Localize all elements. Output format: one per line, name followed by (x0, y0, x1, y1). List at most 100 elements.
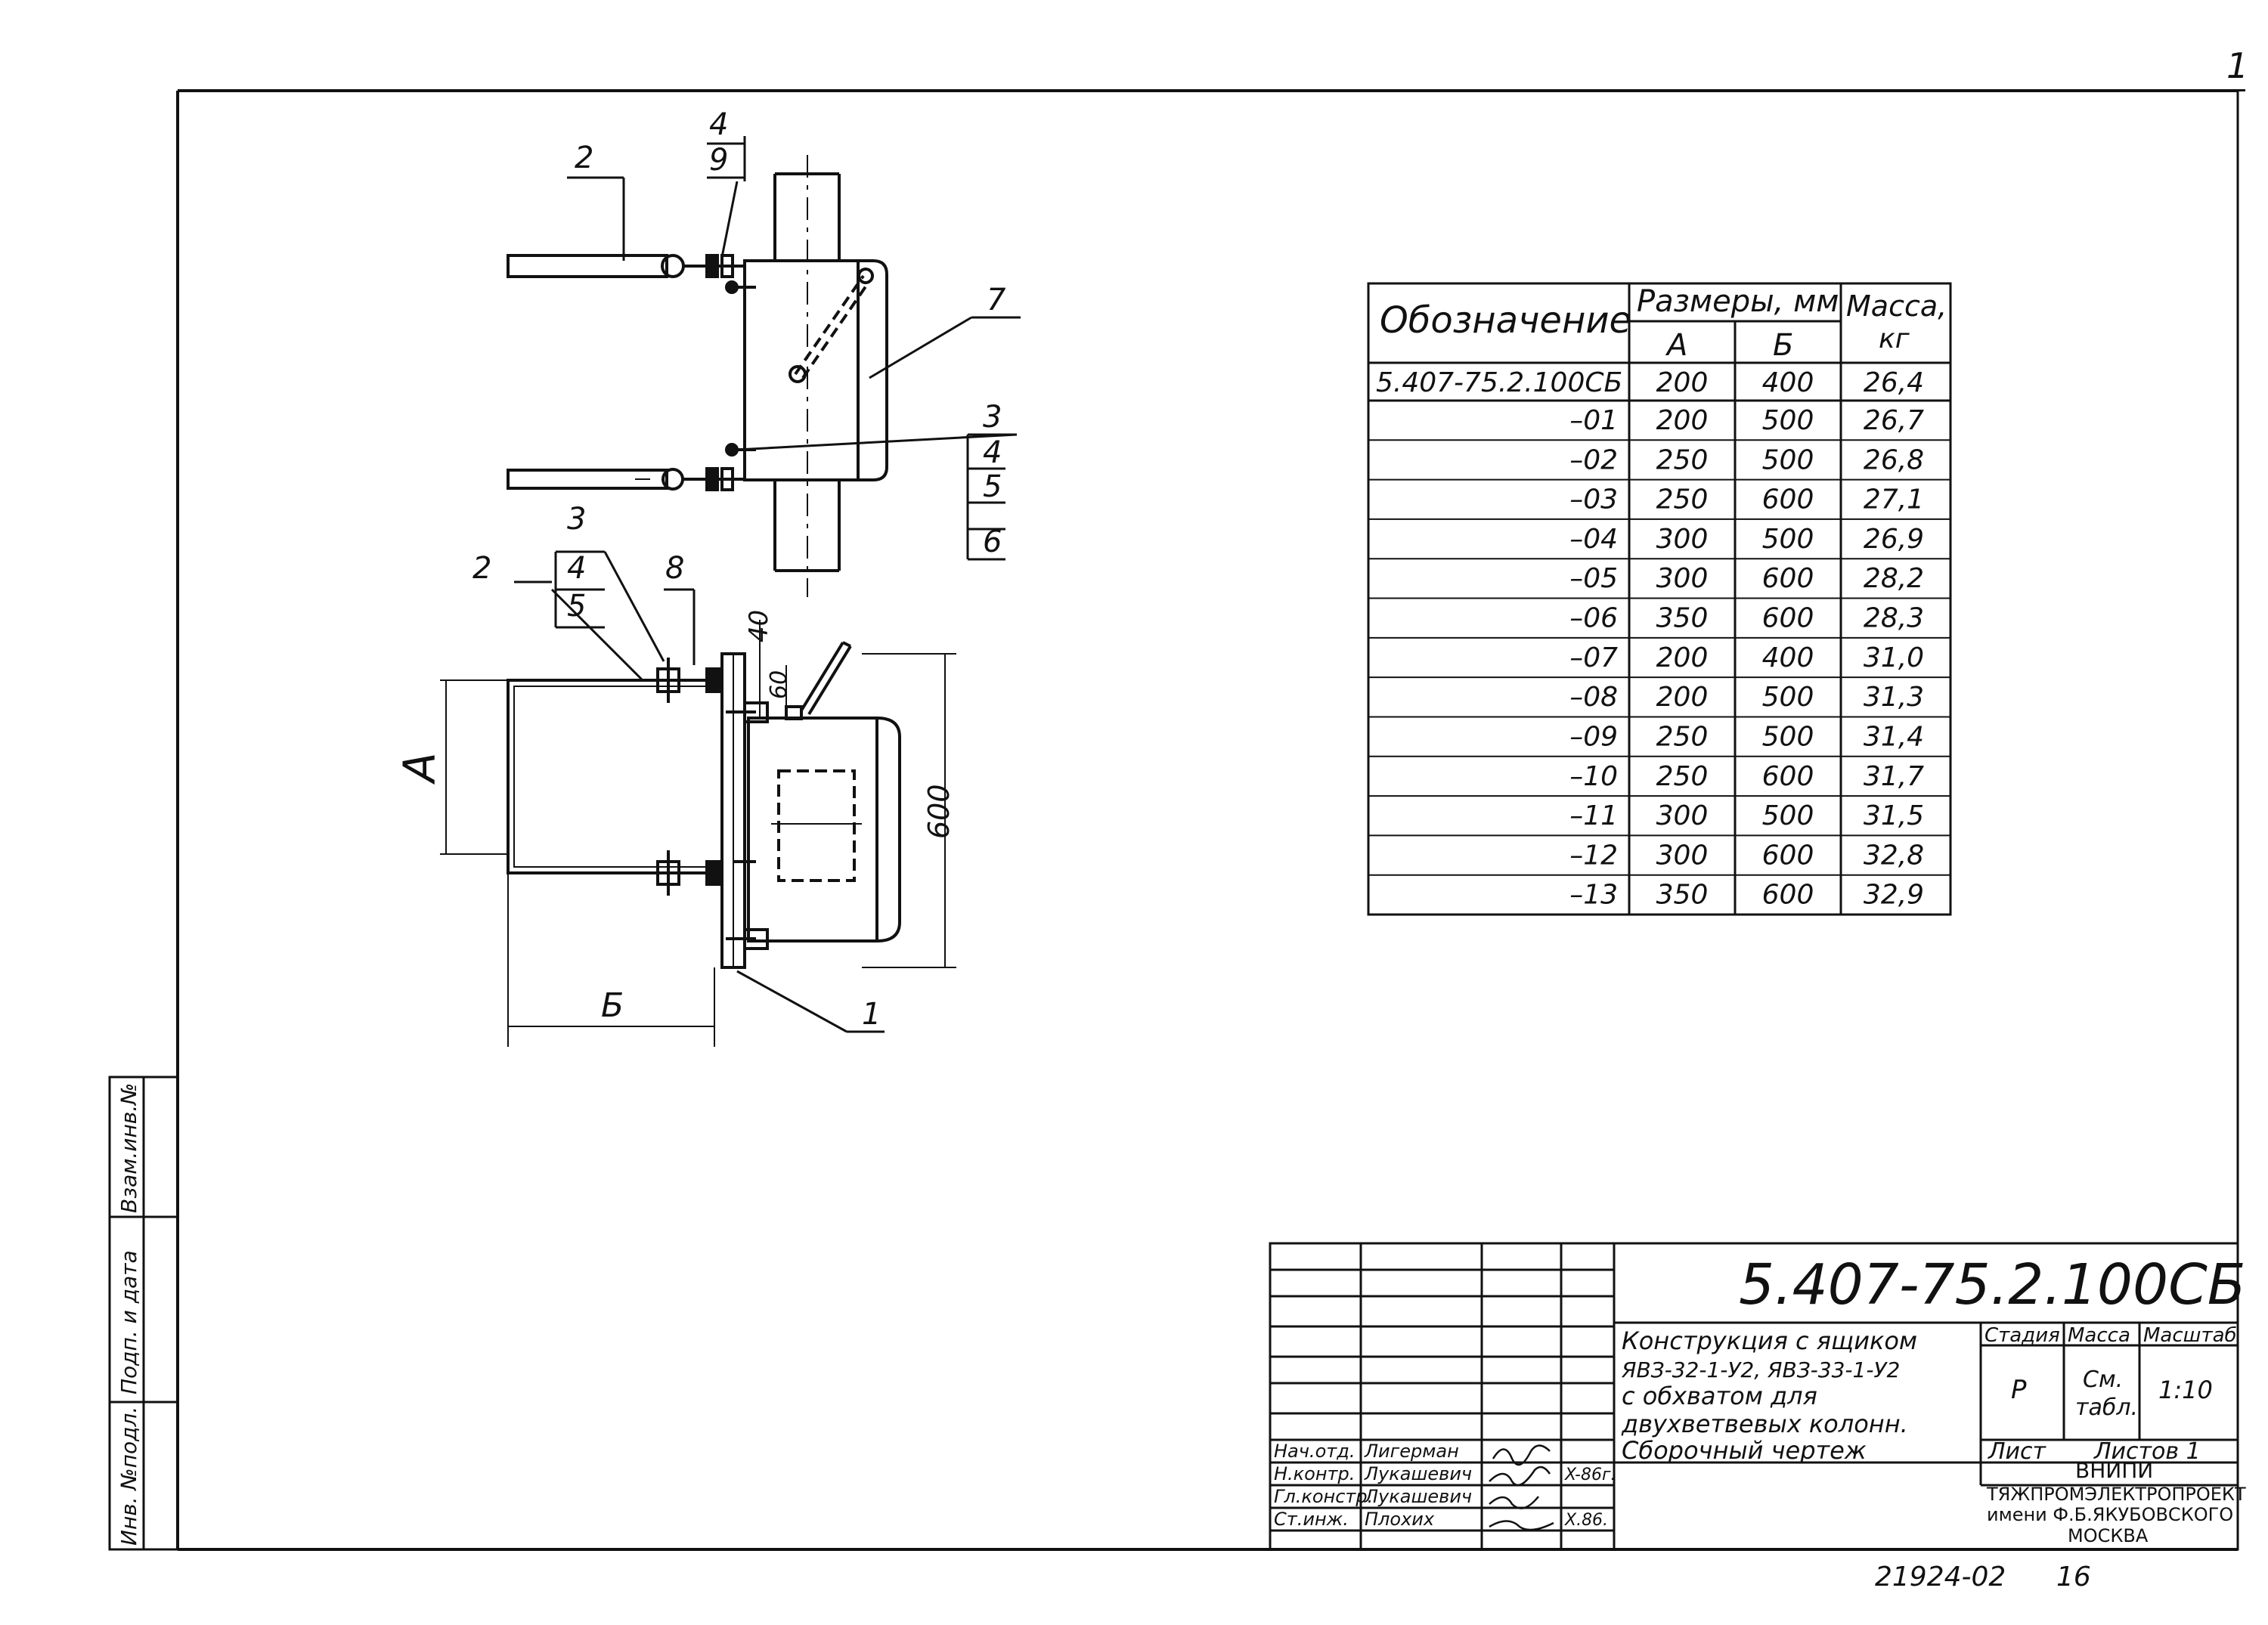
spec-cell-a: 350 (1656, 880, 1709, 911)
callout-1-side: 1 (862, 997, 881, 1032)
stamp-vzam: Взам.инв.№ (116, 1083, 141, 1213)
spec-cell-designation: –03 (1569, 484, 1618, 515)
scale-label: Масштаб (2143, 1324, 2237, 1347)
spec-cell-a: 300 (1656, 563, 1709, 594)
spec-cell-b: 500 (1762, 721, 1814, 752)
spec-cell-b: 600 (1762, 563, 1814, 594)
spec-cell-mass: 26,9 (1864, 524, 1924, 555)
spec-cell-b: 600 (1762, 484, 1814, 515)
spec-cell-a: 250 (1656, 761, 1709, 792)
dim-60-label: 60 (766, 670, 792, 699)
callout-5-side: 5 (567, 589, 586, 624)
th-designation: Обозначение (1380, 299, 1631, 342)
title-code: 5.407-75.2.100СБ (1739, 1252, 2246, 1317)
bottom-page: 16 (2056, 1562, 2091, 1592)
callout-8-side: 8 (665, 551, 684, 586)
callout-4-top: 4 (709, 107, 728, 142)
callout-9-top: 9 (709, 143, 728, 178)
th-mass: Масса, (1846, 289, 1947, 323)
spec-cell-mass: 26,8 (1864, 444, 1924, 475)
spec-cell-a: 300 (1656, 840, 1709, 871)
spec-cell-mass: 31,3 (1864, 682, 1924, 713)
callout-5-mid: 5 (983, 469, 1002, 504)
th-b: Б (1773, 328, 1793, 363)
spec-cell-mass: 31,0 (1864, 642, 1924, 673)
spec-cell-designation: –06 (1569, 603, 1618, 634)
spec-cell-b: 500 (1762, 405, 1814, 436)
spec-cell-a: 350 (1656, 603, 1709, 634)
title-line-3: с обхватом для (1622, 1382, 1817, 1410)
signature-name: Лигерман (1364, 1441, 1459, 1462)
callout-3-side: 3 (567, 502, 586, 537)
th-a: А (1665, 328, 1687, 363)
callout-2-top: 2 (575, 141, 593, 175)
spec-cell-b: 400 (1762, 642, 1814, 673)
th-mass-unit: кг (1879, 323, 1910, 354)
spec-cell-designation: –12 (1569, 840, 1618, 871)
callout-3-mid: 3 (983, 400, 1002, 435)
dim-b-label: Б (601, 986, 624, 1025)
spec-cell-a: 250 (1656, 484, 1709, 515)
callout-7: 7 (987, 283, 1006, 317)
spec-cell-mass: 31,4 (1864, 721, 1924, 752)
spec-cell-designation: –09 (1569, 721, 1618, 752)
spec-cell-b: 500 (1762, 444, 1814, 475)
signature-date: X-86г. (1564, 1466, 1616, 1484)
title-line-5: Сборочный чертеж (1622, 1436, 1867, 1465)
spec-cell-b: 400 (1762, 367, 1814, 398)
sheet-number: 1 (2226, 45, 2249, 86)
sheet-label: Лист (1988, 1438, 2047, 1465)
signature-role: Нач.отд. (1274, 1441, 1355, 1462)
signature-date: X.86. (1564, 1511, 1608, 1530)
callout-2-side: 2 (472, 551, 491, 586)
org-line-4: МОСКВА (2068, 1525, 2149, 1546)
spec-cell-designation: –02 (1569, 444, 1618, 475)
spec-cell-mass: 28,3 (1864, 603, 1924, 634)
spec-cell-designation: –13 (1569, 880, 1618, 911)
spec-cell-a: 200 (1656, 682, 1709, 713)
callout-6-mid: 6 (983, 525, 1002, 559)
title-line-1: Конструкция с ящиком (1622, 1326, 1917, 1355)
scale-value: 1:10 (2158, 1376, 2213, 1404)
dim-600-label: 600 (922, 784, 956, 839)
callout-4-mid: 4 (983, 435, 1002, 470)
title-line-4: двухветвевых колонн. (1621, 1410, 1908, 1438)
spec-cell-b: 600 (1762, 761, 1814, 792)
org-line-3: имени Ф.Б.ЯКУБОВСКОГО (1987, 1504, 2233, 1525)
spec-cell-designation: –08 (1569, 682, 1618, 713)
stage-value: Р (2011, 1375, 2027, 1405)
spec-cell-mass: 31,7 (1864, 761, 1924, 792)
mass-label: Масса (2068, 1324, 2130, 1347)
dim-a-label: А (394, 752, 445, 785)
spec-cell-b: 600 (1762, 880, 1814, 911)
title-block-grid (1269, 1242, 2239, 1551)
spec-cell-mass: 31,5 (1864, 800, 1924, 831)
spec-cell-a: 300 (1656, 800, 1709, 831)
stamp-inv: Инв. №подл. (116, 1407, 141, 1546)
side-view (440, 550, 956, 1047)
side-stamp-grid (108, 1076, 179, 1551)
spec-cell-designation: –04 (1569, 524, 1618, 555)
spec-cell-mass: 27,1 (1864, 484, 1924, 515)
spec-cell-designation: –01 (1569, 405, 1618, 436)
spec-cell-mass: 32,9 (1864, 880, 1924, 911)
spec-cell-designation: –10 (1569, 761, 1618, 792)
signature-name: Лукашевич (1364, 1463, 1472, 1484)
signature-role: Н.контр. (1274, 1463, 1355, 1484)
mass-value-1: См. (2083, 1367, 2123, 1393)
spec-cell-a: 200 (1656, 367, 1709, 398)
sheets-label: Листов 1 (2093, 1438, 2201, 1465)
spec-cell-b: 500 (1762, 800, 1814, 831)
mass-value-2: табл. (2075, 1394, 2138, 1421)
spec-cell-designation: –05 (1569, 563, 1618, 594)
spec-cell-b: 600 (1762, 603, 1814, 634)
spec-cell-a: 250 (1656, 721, 1709, 752)
signature-role: Гл.констр. (1274, 1486, 1373, 1507)
th-sizes: Размеры, мм (1637, 284, 1839, 319)
signature-name: Лукашевич (1364, 1486, 1472, 1507)
spec-cell-mass: 32,8 (1864, 840, 1924, 871)
dim-40-label: 40 (744, 610, 774, 642)
stamp-podp: Подп. и дата (116, 1250, 141, 1394)
